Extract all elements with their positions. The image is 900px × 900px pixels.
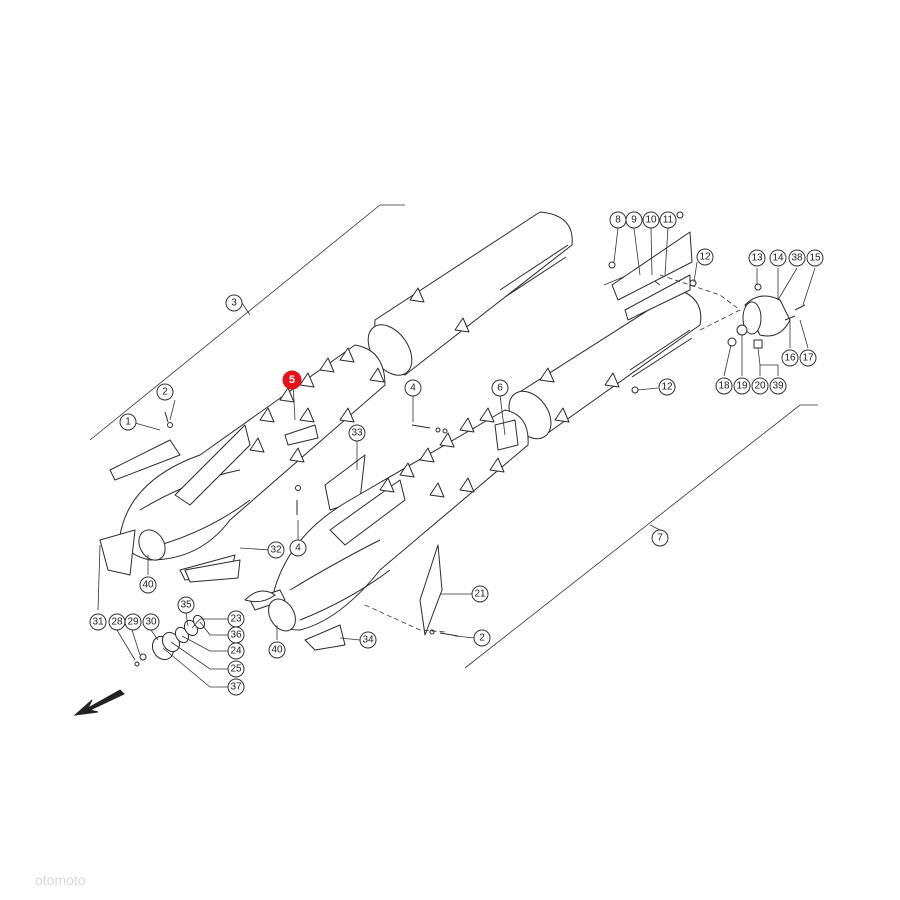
callout-4-lower[interactable]: 4 [289,539,307,557]
upper-rotor [109,287,470,581]
callout-39[interactable]: 39 [769,377,787,395]
callout-40-lower-label: 40 [271,645,283,656]
callout-8-label: 8 [615,215,621,226]
callout-17[interactable]: 17 [799,349,817,367]
callout-38[interactable]: 38 [788,249,806,267]
right-hub-assembly [727,283,806,349]
callout-21-label: 21 [474,589,486,600]
callout-19-label: 19 [736,381,748,392]
callout-16-label: 16 [784,353,796,364]
callout-24-label: 24 [230,646,242,657]
callout-32-label: 32 [270,545,282,556]
callout-20[interactable]: 20 [751,377,769,395]
callout-4-lower-label: 4 [295,543,301,554]
callout-15[interactable]: 15 [806,249,824,267]
upper-spikes [249,287,470,463]
callout-8[interactable]: 8 [609,211,627,229]
callout-2-lower-label: 2 [479,633,485,644]
callout-9-label: 9 [631,215,637,226]
callout-23[interactable]: 23 [227,610,245,628]
callout-29-label: 29 [127,617,139,628]
callout-37[interactable]: 37 [227,678,245,696]
callout-36[interactable]: 36 [227,626,245,644]
callout-5-label: 5 [289,374,295,386]
callout-12-upper[interactable]: 12 [696,248,714,266]
callout-6[interactable]: 6 [491,379,509,397]
callout-34-label: 34 [362,635,374,646]
callout-40-upper[interactable]: 40 [139,576,157,594]
callout-19[interactable]: 19 [733,377,751,395]
callout-36-label: 36 [230,630,242,641]
callout-12-upper-label: 12 [699,252,711,263]
lower-rear-tube [508,289,702,440]
callout-25-label: 25 [230,664,242,675]
callout-28[interactable]: 28 [108,613,126,631]
watermark: otomoto [35,872,86,888]
callout-15-label: 15 [809,253,821,264]
callout-40-upper-label: 40 [142,580,154,591]
callout-2-upper-label: 2 [162,387,168,398]
callout-1-label: 1 [125,417,131,428]
callout-2-upper[interactable]: 2 [156,383,174,401]
hardware-small-parts [99,411,459,637]
callout-24[interactable]: 24 [227,642,245,660]
callout-18-label: 18 [718,381,730,392]
callout-7-label: 7 [657,533,663,544]
callout-1[interactable]: 1 [119,413,137,431]
callout-21[interactable]: 21 [471,585,489,603]
callout-7[interactable]: 7 [651,529,669,547]
callout-20-label: 20 [754,381,766,392]
callout-39-label: 39 [772,381,784,392]
callout-10-label: 10 [645,215,657,226]
callout-30-label: 30 [145,617,157,628]
callout-31[interactable]: 31 [89,613,107,631]
callout-12-lower-label: 12 [661,382,673,393]
callout-11-label: 11 [663,215,674,226]
callout-10[interactable]: 10 [642,211,660,229]
callout-4-upper[interactable]: 4 [404,379,422,397]
callout-29[interactable]: 29 [124,613,142,631]
callout-25[interactable]: 25 [227,660,245,678]
callout-18[interactable]: 18 [715,377,733,395]
callout-6-label: 6 [497,383,503,394]
callout-14[interactable]: 14 [769,249,787,267]
bearing-stack [134,614,206,667]
callout-37-label: 37 [230,682,242,693]
dashed-leaders [364,274,741,633]
callout-31-label: 31 [92,617,104,628]
callout-12-lower[interactable]: 12 [658,378,676,396]
lower-spikes [379,367,620,498]
callout-14-label: 14 [772,253,784,264]
callout-34[interactable]: 34 [359,631,377,649]
callout-4-upper-label: 4 [410,383,416,394]
leader-lines [97,227,816,688]
callout-38-label: 38 [791,253,803,264]
callout-30[interactable]: 30 [142,613,160,631]
callout-23-label: 23 [230,614,242,625]
callout-33[interactable]: 33 [348,424,366,442]
callout-32[interactable]: 32 [267,541,285,559]
callout-9[interactable]: 9 [625,211,643,229]
callout-3[interactable]: 3 [225,294,243,312]
callout-35-label: 35 [180,600,192,611]
callout-13-label: 13 [751,253,763,264]
callout-28-label: 28 [111,617,123,628]
callout-16[interactable]: 16 [781,349,799,367]
callout-13[interactable]: 13 [748,249,766,267]
upper-rear-tube [367,211,573,376]
direction-arrow [73,689,125,716]
callout-40-lower[interactable]: 40 [268,641,286,659]
callout-35[interactable]: 35 [177,596,195,614]
callout-11[interactable]: 11 [659,211,677,229]
callout-3-label: 3 [231,298,237,309]
callout-2-lower[interactable]: 2 [473,629,491,647]
callout-17-label: 17 [802,353,814,364]
callout-33-label: 33 [351,428,363,439]
lower-rotor [244,367,620,651]
callout-5-highlighted[interactable]: 5 [282,370,302,390]
